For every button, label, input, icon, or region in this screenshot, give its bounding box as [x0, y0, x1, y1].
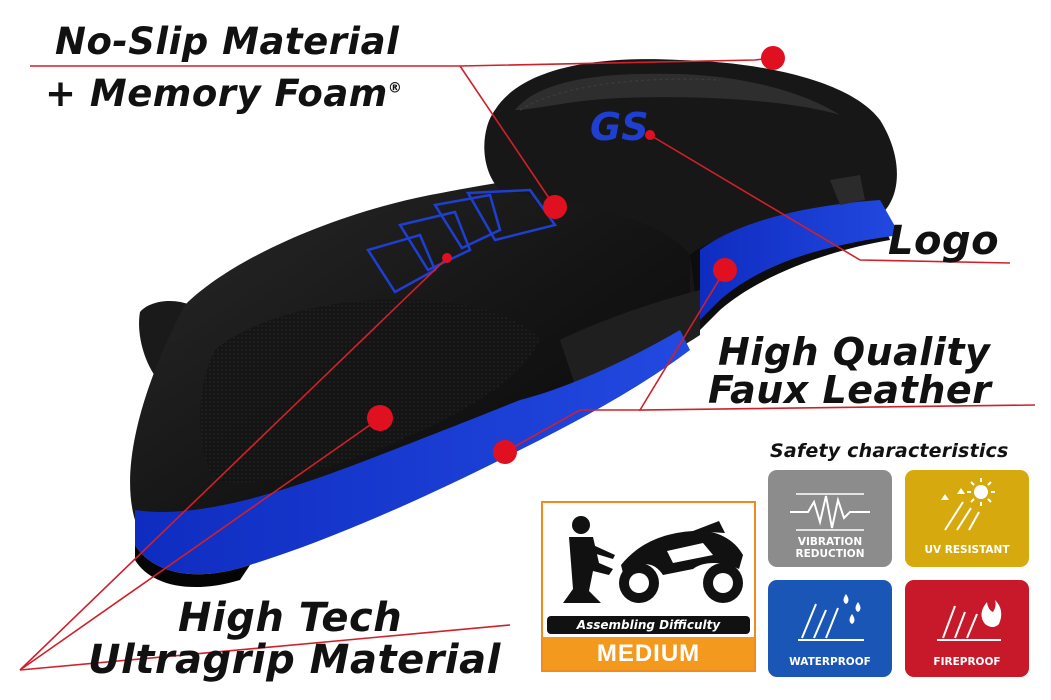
marker-leather-passenger — [713, 258, 737, 282]
badge-fireproof: FIREPROOF — [905, 580, 1029, 677]
logo-title: Logo — [888, 218, 1000, 264]
noslip-title-line1: No-Slip Material — [55, 20, 400, 63]
water-drops-icon — [798, 594, 864, 641]
badge-uv-resistant: UV RESISTANT — [905, 470, 1029, 567]
badge-label: UV RESISTANT — [924, 544, 1010, 556]
difficulty-caption: Assembling Difficulty — [547, 616, 750, 634]
badge-label: VIBRATION REDUCTION — [795, 536, 865, 560]
hightech-title-line2: Ultragrip Material — [88, 637, 501, 683]
marker-grip-emblem — [442, 253, 452, 263]
badge-vibration-reduction: VIBRATION REDUCTION — [768, 470, 892, 567]
difficulty-level: MEDIUM — [543, 637, 754, 670]
flame-icon — [937, 600, 1002, 641]
noslip-title-line2-text: + Memory Foam — [45, 72, 388, 115]
badge-label: WATERPROOF — [789, 656, 871, 668]
gs-logo: GS — [590, 105, 649, 149]
noslip-title-line2: + Memory Foam® — [45, 72, 402, 115]
callout-leader-lines — [19, 57, 1036, 671]
marker-grip-rider — [367, 405, 393, 431]
motorcycle-seat: GS — [130, 59, 900, 588]
leather-title-line2: Faux Leather — [708, 368, 992, 412]
marker-noslip-rider — [543, 195, 567, 219]
assembling-difficulty-panel: Assembling Difficulty MEDIUM — [541, 501, 756, 672]
safety-title: Safety characteristics — [770, 440, 1009, 462]
marker-noslip-passenger — [761, 46, 785, 70]
marker-leather-rider — [493, 440, 517, 464]
uv-sun-icon — [941, 478, 995, 531]
callout-markers — [367, 46, 785, 464]
hightech-title-line1: High Tech — [178, 595, 403, 641]
leather-title-line1: High Quality — [718, 330, 991, 374]
mechanic-motorcycle-icon — [563, 516, 743, 603]
registered-mark: ® — [387, 80, 403, 97]
vibration-icon — [790, 493, 870, 531]
marker-logo — [645, 130, 655, 140]
badge-waterproof: WATERPROOF — [768, 580, 892, 677]
badge-label: FIREPROOF — [933, 656, 1001, 668]
